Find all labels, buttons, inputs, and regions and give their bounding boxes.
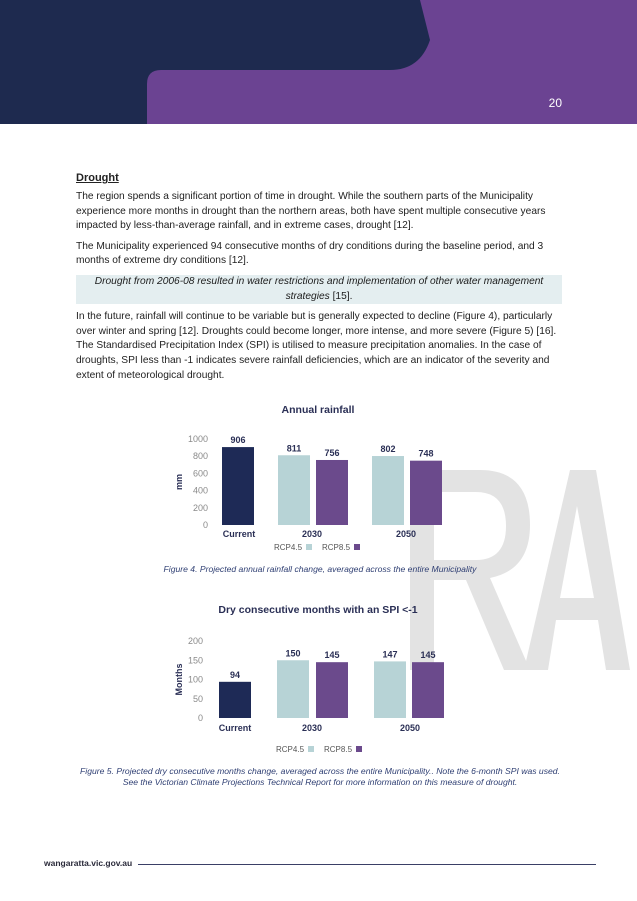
category-label: 2050: [400, 723, 420, 733]
category-label: Current: [223, 529, 256, 539]
paragraph-1: The region spends a significant portion …: [76, 191, 546, 232]
callout-box: Drought from 2006-08 resulted in water r…: [76, 274, 562, 305]
page-number: 20: [548, 96, 562, 110]
y-tick-label: 400: [193, 486, 208, 496]
data-label: 145: [420, 650, 435, 660]
data-label: 811: [287, 443, 302, 453]
bar-current-current: [219, 681, 251, 718]
category-label: 2030: [302, 723, 322, 733]
data-label: 906: [230, 435, 245, 445]
paragraph-3: In the future, rainfall will continue to…: [76, 311, 557, 381]
y-tick-label: 1000: [188, 434, 208, 444]
legend-label: RCP4.5: [276, 745, 305, 754]
y-tick-label: 0: [203, 520, 208, 530]
legend-swatch: [354, 544, 360, 550]
legend-label: RCP8.5: [324, 745, 353, 754]
legend-swatch: [356, 746, 362, 752]
category-label: Current: [219, 723, 252, 733]
bar-2050-rcp85: [412, 662, 444, 718]
paragraph-2: The Municipality experienced 94 consecut…: [76, 240, 544, 267]
legend-label: RCP8.5: [322, 543, 351, 552]
legend-swatch: [306, 544, 312, 550]
figure-4-caption: Figure 4. Projected annual rainfall chan…: [163, 564, 477, 574]
annual-rainfall-chart: Annual rainfall 0 200 400 600 800 1000 mm 906 811…: [174, 404, 442, 552]
y-tick-label: 200: [188, 636, 203, 646]
bar-2050-rcp45: [374, 661, 406, 718]
footer-divider: [138, 864, 596, 865]
callout-text: Drought from 2006-08 resulted in water r…: [94, 275, 544, 302]
chart-title: Dry consecutive months with an SPI <-1: [218, 604, 417, 616]
category-label: 2050: [396, 529, 416, 539]
data-label: 748: [418, 449, 433, 459]
bar-2050-rcp85: [410, 460, 442, 525]
bar-2030-rcp85: [316, 662, 348, 718]
legend-label: RCP4.5: [274, 543, 303, 552]
y-tick-label: 200: [193, 503, 208, 513]
bar-current-current: [222, 447, 254, 525]
bar-2030-rcp85: [316, 459, 348, 525]
header-graphic: [0, 0, 637, 124]
legend-swatch: [308, 746, 314, 752]
data-label: 94: [230, 670, 240, 680]
bar-2050-rcp45: [372, 456, 404, 525]
data-label: 802: [380, 444, 395, 454]
figure-5-caption: Figure 5. Projected dry consecutive mont…: [80, 766, 560, 787]
data-label: 150: [285, 648, 300, 658]
y-tick-label: 600: [193, 468, 208, 478]
chart-title: Annual rainfall: [282, 404, 355, 416]
y-tick-label: 100: [188, 675, 203, 685]
bar-2030-rcp45: [277, 660, 309, 718]
y-tick-label: 800: [193, 451, 208, 461]
y-tick-label: 150: [188, 655, 203, 665]
data-label: 145: [324, 650, 339, 660]
section-heading: Drought: [76, 172, 119, 184]
y-tick-label: 50: [193, 694, 203, 704]
data-label: 147: [382, 649, 397, 659]
bar-2030-rcp45: [278, 455, 310, 525]
dry-months-chart: Dry consecutive months with an SPI <-1 0 5…: [174, 604, 444, 754]
y-tick-label: 0: [198, 713, 203, 723]
drought-section: Drought The region spends a significant …: [76, 172, 562, 389]
y-axis-label: Months: [174, 664, 184, 696]
page-header: 20: [0, 0, 637, 124]
category-label: 2030: [302, 529, 322, 539]
draft-watermark: [410, 470, 630, 670]
callout-ref: [15].: [329, 290, 353, 302]
data-label: 756: [324, 448, 339, 458]
footer-url[interactable]: wangaratta.vic.gov.au: [44, 858, 133, 868]
y-axis-label: mm: [174, 474, 184, 490]
